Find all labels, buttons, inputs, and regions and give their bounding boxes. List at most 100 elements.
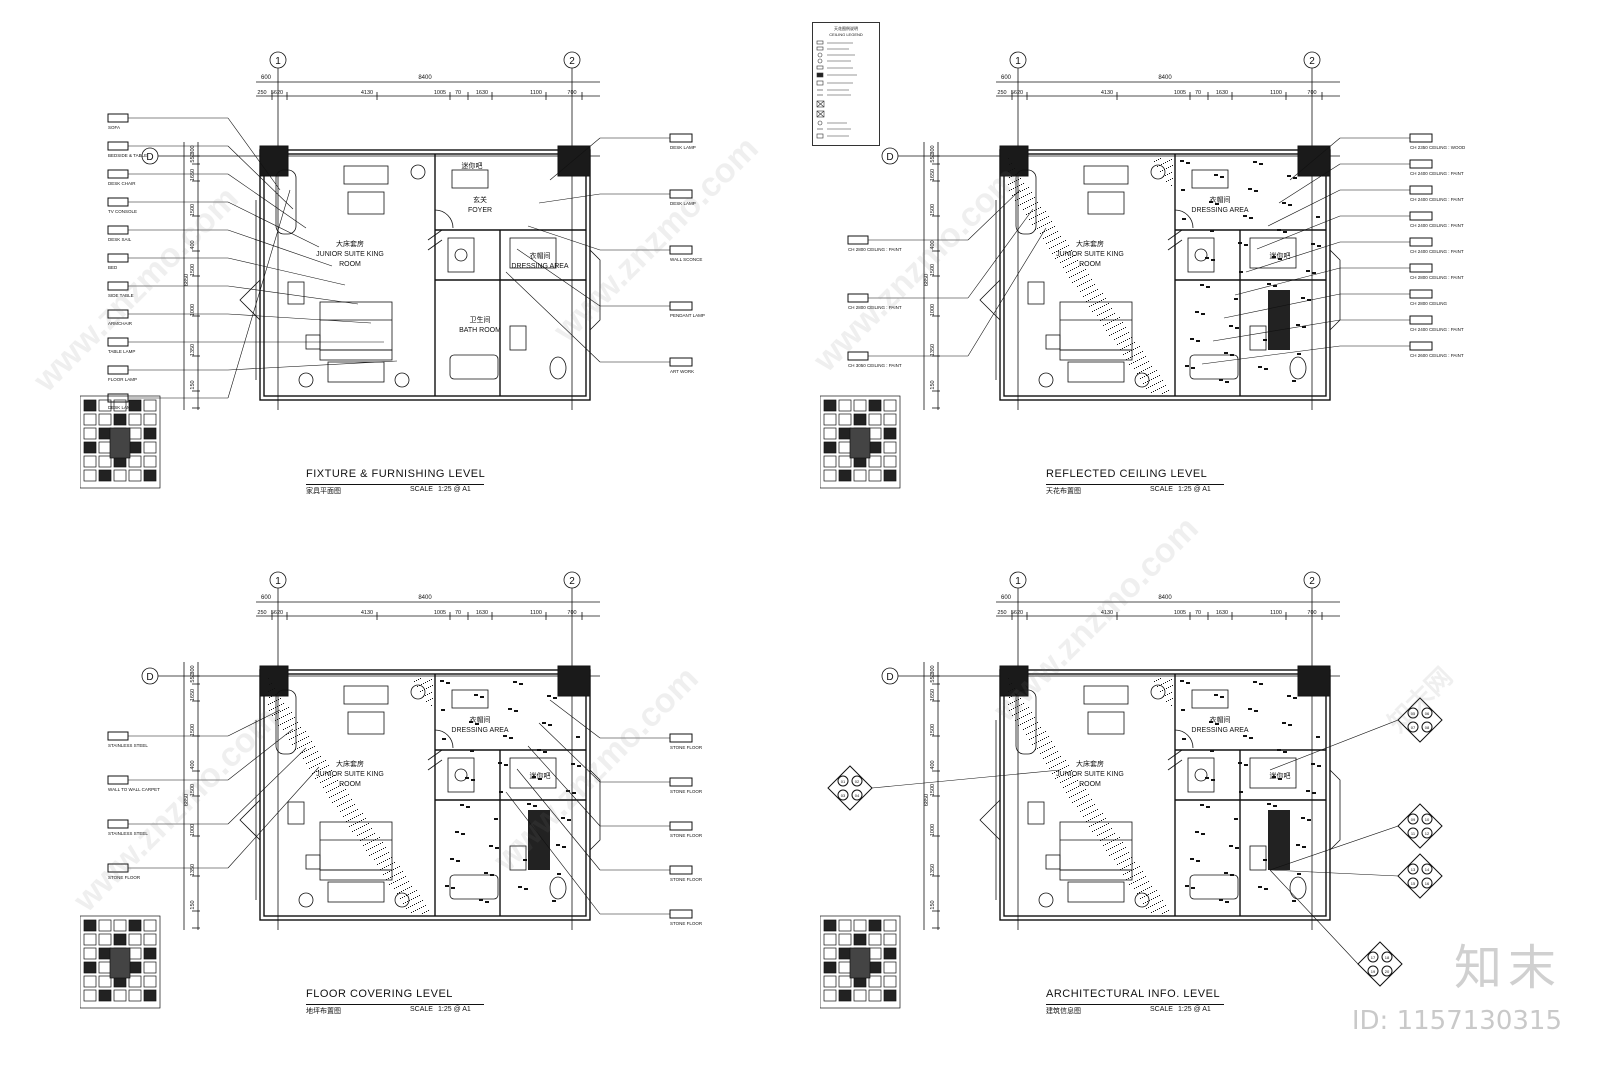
hatch-dot [1072,776,1073,777]
hatch-dot [348,820,349,821]
hatch-dot [306,750,307,751]
hatch-dot [1137,867,1138,868]
callout-tag [1409,289,1433,299]
hatch-dot [383,861,384,862]
dim-text: 550 [190,673,196,682]
hatch-dot [385,873,386,874]
hatch-dot [384,854,385,855]
hatch-dot [406,895,407,896]
hatch-dot [1170,699,1171,700]
hatch-dot [1089,826,1090,827]
hatch-dot [290,732,291,733]
key-plan-cell [883,441,897,454]
hatch-dot [427,681,428,682]
hatch-dot [287,714,288,715]
key-plan-cell [83,975,97,988]
key-plan-cell [838,975,852,988]
hatch-dot [407,901,408,902]
hatch-dot [1034,717,1035,718]
hatch-dot [1100,827,1101,828]
fixture-mark [518,886,522,888]
hatch-dot [340,811,341,812]
key-plan-cell [853,989,867,1002]
hatch-dot [1065,240,1066,241]
hatch-dot [1078,279,1079,280]
hatch-dot [1048,749,1049,750]
grid-label-d: D [886,152,893,163]
hatch-dot [408,907,409,908]
key-plan-cell [98,413,112,426]
hatch-dot [284,722,285,723]
hatch-dot [1017,719,1018,720]
key-plan-cell [98,919,112,932]
title-underline [1046,1004,1224,1005]
hatch-dot [285,728,286,729]
hatch-dot [1121,862,1122,863]
key-plan-cell [143,427,157,440]
hatch-dot [381,862,382,863]
hatch-dot [417,686,418,687]
hatch-dot [1106,304,1107,305]
fixture-mark [1248,708,1252,710]
hatch-dot [1016,180,1017,181]
hatch-dot [342,784,343,785]
hatch-dot [322,781,323,782]
hatch-dot [1017,706,1018,707]
fixture-mark [1186,162,1190,164]
hatch-dot [333,782,334,783]
callout-tag [107,169,129,179]
hatch-dot [320,756,321,757]
key-plan-cell [98,933,112,946]
callout-leader [227,360,398,371]
hatch-dot [432,698,433,699]
hatch-dot [270,703,271,704]
hatch-dot [1028,200,1029,201]
hatch-dot [1091,305,1092,306]
hatch-dot [1157,389,1158,390]
fixture-mark [1244,244,1248,246]
dim-text: 1630 [476,90,488,96]
hatch-dot [1075,261,1076,262]
hatch-dot [1080,798,1081,799]
hatch-dot [1125,873,1126,874]
fixture-mark [495,847,499,849]
hatch-dot [268,704,269,705]
hatch-dot [1166,181,1167,182]
hatch-dot [1097,289,1098,290]
hatch-dot [369,842,370,843]
furniture [1015,164,1307,388]
basin [1194,768,1208,782]
hatch-dot [1103,299,1104,300]
dim-text: 1350 [930,344,936,356]
hatch-dot [1148,374,1149,375]
hatch-dot [1117,851,1118,852]
hatch-dot [1147,368,1148,369]
hatch-dot [1139,359,1140,360]
key-plan-cell [128,399,142,412]
hatch-dot [1157,686,1158,687]
hatch-dot [1124,854,1125,855]
hatch-dot [1079,272,1080,273]
hatch-dot [1095,303,1096,304]
fixture-mark [1238,242,1242,244]
hatch-dot [1085,295,1086,296]
hatch-dot [427,694,428,695]
hatch-dot [335,794,336,795]
hatch-dot [1101,820,1102,821]
bathtub-or-sofa [275,169,297,235]
callout-label: STONE FLOOR [670,745,703,750]
hatch-dot [1120,336,1121,337]
hatch-dot [1094,830,1095,831]
hatch-dot [311,754,312,755]
fixture-mark [572,792,576,794]
hatch-dot [1073,795,1074,796]
hatch-dot [1168,700,1169,701]
hatch-dot [1137,893,1138,894]
hatch-dot [1029,219,1030,220]
coffee-table [1087,191,1125,215]
hatch-dot [1096,829,1097,830]
key-plan-cell [83,989,97,1002]
hatch-dot [1155,897,1156,898]
fixture-mark [485,901,489,903]
hatch-dot [1117,838,1118,839]
